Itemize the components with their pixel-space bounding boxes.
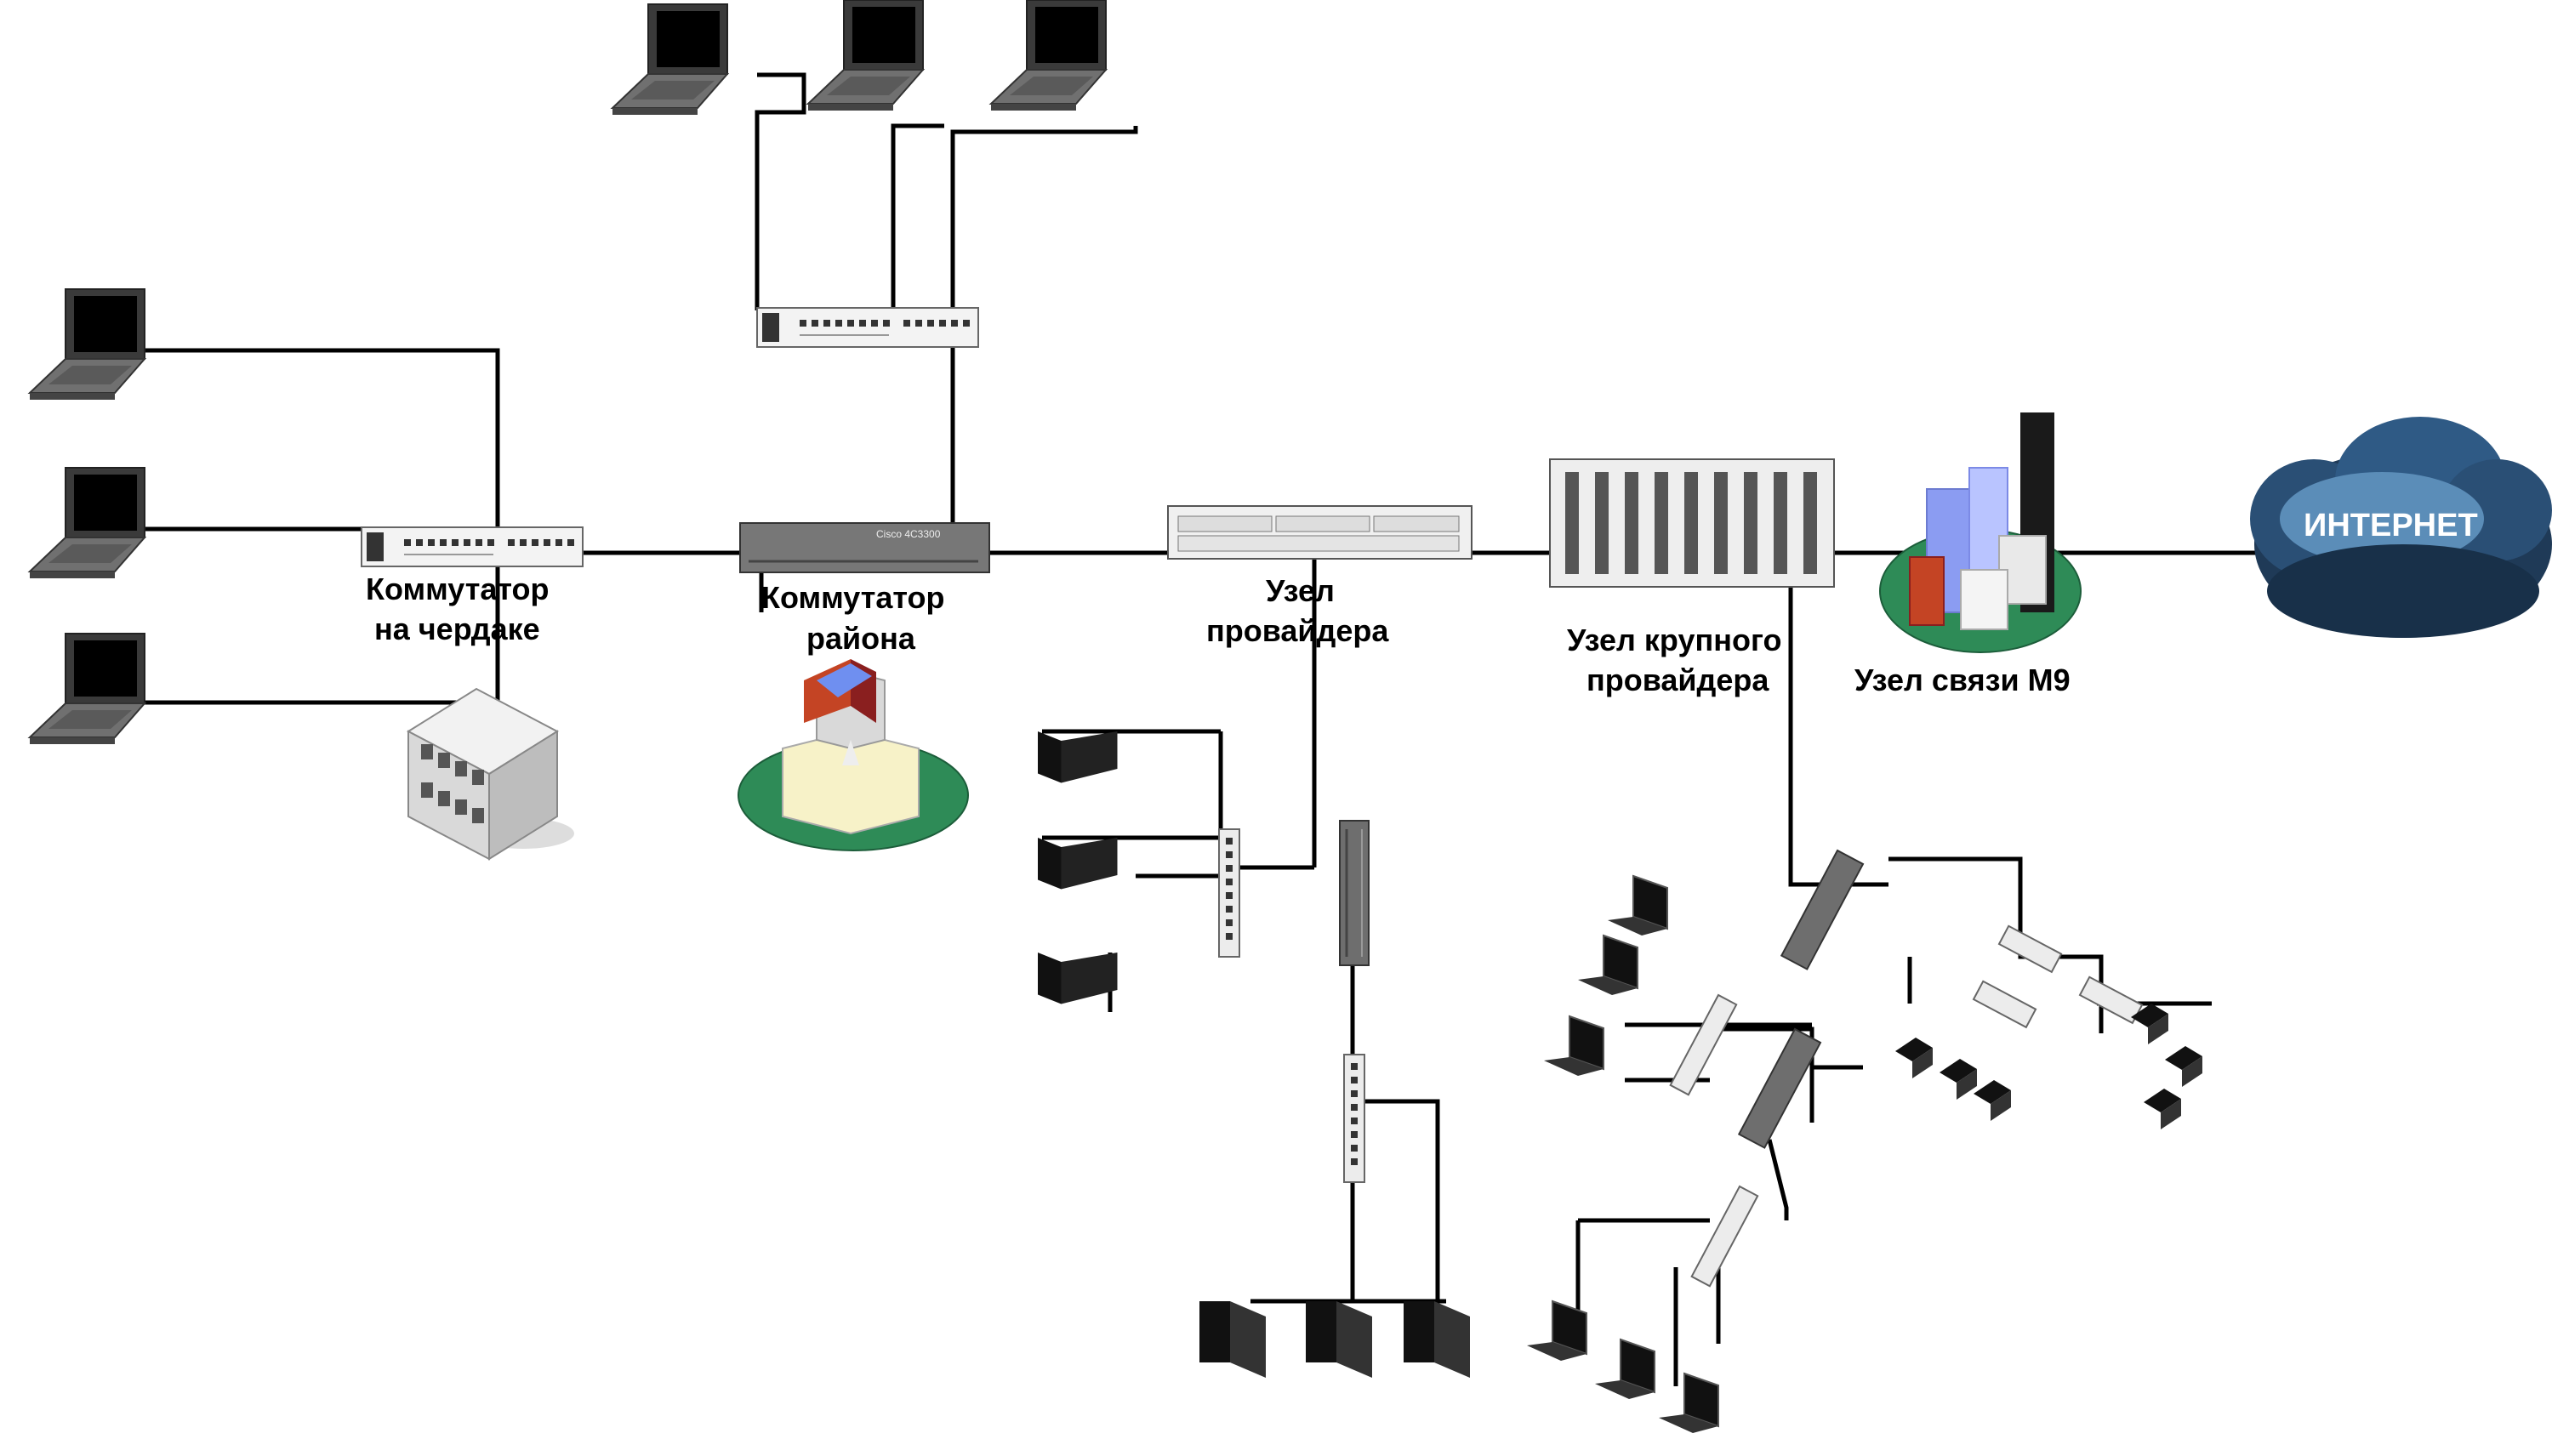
laptop-icon: [29, 633, 145, 745]
laptop-icon: [29, 467, 145, 579]
laptop-icon: [990, 0, 1107, 111]
laptop-icon: [1199, 1301, 1266, 1378]
laptop-icon: [1526, 1300, 1587, 1362]
laptop-icon: [1607, 875, 1668, 936]
laptop-icon: [1940, 1059, 1977, 1100]
server-rack-icon: [1167, 505, 1473, 560]
big-provider-label-2: провайдера: [1586, 663, 1769, 697]
laptop-icon: [1974, 1080, 2011, 1121]
network-switch-icon: [361, 526, 584, 567]
m9-node-label: Узел связи М9: [1854, 663, 2071, 697]
cloud-icon: [2250, 417, 2552, 638]
laptop-icon: [807, 0, 924, 111]
internet-label: ИНТЕРНЕТ: [2304, 508, 2478, 543]
laptop-icon: [1306, 1301, 1372, 1378]
attic-switch-label-1: Коммутатор: [366, 572, 550, 606]
laptop-icon: [29, 288, 145, 401]
network-switch-icon: [1218, 828, 1240, 958]
network-switch-icon: [1343, 1054, 1365, 1183]
attic-switch-label-2: на чердаке: [374, 611, 540, 646]
laptop-icon: [1577, 935, 1638, 996]
building-icon: [406, 687, 574, 861]
network-switch-icon: [1690, 1185, 1759, 1288]
network-switch-icon: [1972, 980, 2037, 1029]
laptop-icon: [2144, 1089, 2181, 1129]
router-icon: [1737, 1027, 1822, 1149]
network-switch-icon: [756, 307, 979, 348]
router-icon: [1780, 849, 1865, 970]
provider-node-label-1: Узел: [1266, 573, 1335, 608]
district-switch-label-1: Коммутатор: [761, 580, 945, 615]
district-switch-label-2: района: [806, 621, 916, 656]
laptop-icon: [612, 3, 728, 116]
network-switch-icon: [1669, 993, 1738, 1096]
laptop-icon: [1658, 1373, 1719, 1434]
district-switch-model: Cisco 4C3300: [876, 528, 941, 540]
router-icon: [1338, 819, 1370, 967]
server-rack-icon: [1549, 458, 1835, 588]
laptop-icon: [1543, 1015, 1604, 1077]
laptop-icon: [2165, 1046, 2202, 1087]
laptop-icon: [1038, 838, 1118, 890]
big-provider-label-1: Узел крупного: [1567, 623, 1781, 657]
router-icon: Cisco 4C3300: [739, 522, 990, 573]
laptop-icon: [1594, 1339, 1655, 1400]
laptop-icon: [1038, 953, 1118, 1004]
network-switch-icon: [1997, 924, 2063, 974]
laptop-icon: [1404, 1301, 1470, 1378]
provider-node-label-2: провайдера: [1206, 613, 1389, 648]
city-icon: [1879, 412, 2082, 653]
laptop-icon: [1895, 1038, 1933, 1078]
church-icon: [738, 659, 969, 851]
laptop-icon: [1038, 731, 1118, 783]
laptop-icon: [2131, 1004, 2168, 1044]
